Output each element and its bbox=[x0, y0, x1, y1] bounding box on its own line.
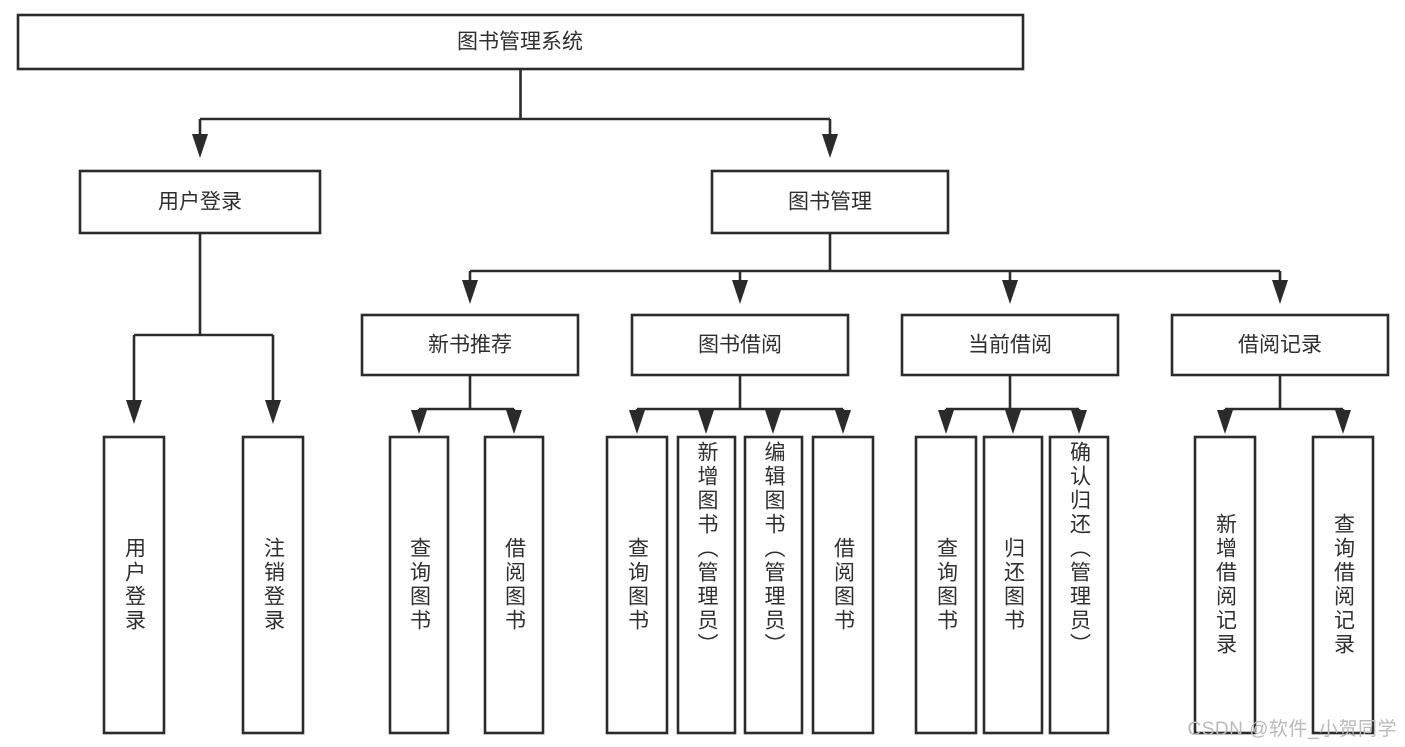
connector-group-root bbox=[192, 69, 838, 158]
node-box-book-manage[interactable] bbox=[710, 169, 950, 235]
arrowhead-current-borrow-child-1 bbox=[1005, 410, 1021, 434]
arrowhead-book-manage-child-2 bbox=[1002, 280, 1018, 304]
leaf-box-current-borrow-1[interactable] bbox=[982, 435, 1044, 735]
leaf-box-book-borrow-2[interactable] bbox=[743, 435, 804, 735]
arrowhead-new-book-child-1 bbox=[506, 410, 522, 434]
leaf-box-new-book-1[interactable] bbox=[483, 435, 545, 735]
arrowhead-book-borrow-child-2 bbox=[765, 410, 781, 434]
arrowhead-user-login-child-0 bbox=[126, 400, 142, 424]
node-box-new-book-recommend[interactable] bbox=[360, 313, 580, 377]
node-label-book-manage: 图书管理 bbox=[788, 191, 872, 214]
leaf-box-borrow-record-0[interactable] bbox=[1193, 435, 1257, 735]
leaf-box-current-borrow-0[interactable] bbox=[914, 435, 978, 735]
node-label-current-borrow: 当前借阅 bbox=[968, 334, 1052, 357]
leaf-box-user-login-0[interactable] bbox=[102, 435, 166, 735]
arrowhead-borrow-record-child-1 bbox=[1335, 410, 1351, 434]
arrowhead-book-borrow-child-3 bbox=[835, 410, 851, 434]
node-box-book-borrow[interactable] bbox=[630, 313, 850, 377]
arrowhead-root-to-user-login bbox=[192, 134, 208, 158]
leaf-box-book-borrow-3[interactable] bbox=[811, 435, 875, 735]
node-label-root: 图书管理系统 bbox=[457, 31, 583, 54]
node-box-borrow-record[interactable] bbox=[1170, 313, 1390, 377]
arrowhead-book-manage-child-0 bbox=[462, 280, 478, 304]
arrowhead-book-manage-child-1 bbox=[732, 280, 748, 304]
leaf-box-book-borrow-1[interactable] bbox=[676, 435, 737, 735]
leaf-box-current-borrow-2[interactable] bbox=[1048, 435, 1110, 735]
arrowhead-book-borrow-child-1 bbox=[698, 410, 714, 434]
arrowhead-user-login-child-1 bbox=[265, 400, 281, 424]
arrowhead-borrow-record-child-0 bbox=[1217, 410, 1233, 434]
node-box-current-borrow[interactable] bbox=[900, 313, 1120, 377]
arrowhead-root-to-book-manage bbox=[822, 134, 838, 158]
node-label-new-book-recommend: 新书推荐 bbox=[428, 334, 512, 357]
connector-group-book-manage bbox=[462, 233, 1288, 304]
leaf-box-new-book-0[interactable] bbox=[388, 435, 450, 735]
connector-group-user-login bbox=[126, 233, 281, 424]
arrowhead-new-book-child-0 bbox=[411, 410, 427, 434]
connector-group-borrow-record bbox=[1217, 375, 1351, 434]
connector-group-book-borrow bbox=[629, 375, 851, 434]
leaf-box-user-login-1[interactable] bbox=[241, 435, 305, 735]
node-box-root[interactable] bbox=[16, 13, 1025, 71]
arrowhead-book-manage-child-3 bbox=[1272, 280, 1288, 304]
arrowhead-current-borrow-child-0 bbox=[938, 410, 954, 434]
node-label-book-borrow: 图书借阅 bbox=[698, 334, 782, 357]
node-label-user-login: 用户登录 bbox=[158, 191, 242, 214]
connector-group-new-book-recommend bbox=[411, 375, 522, 434]
node-label-borrow-record: 借阅记录 bbox=[1238, 334, 1322, 357]
connector-group-current-borrow bbox=[938, 375, 1087, 434]
node-box-user-login[interactable] bbox=[78, 169, 322, 235]
leaf-box-borrow-record-1[interactable] bbox=[1311, 435, 1375, 735]
arrowhead-current-borrow-child-2 bbox=[1071, 410, 1087, 434]
arrowhead-book-borrow-child-0 bbox=[629, 410, 645, 434]
csdn-watermark: CSDN @软件_小贺同学 bbox=[1187, 719, 1397, 740]
leaf-box-book-borrow-0[interactable] bbox=[605, 435, 669, 735]
